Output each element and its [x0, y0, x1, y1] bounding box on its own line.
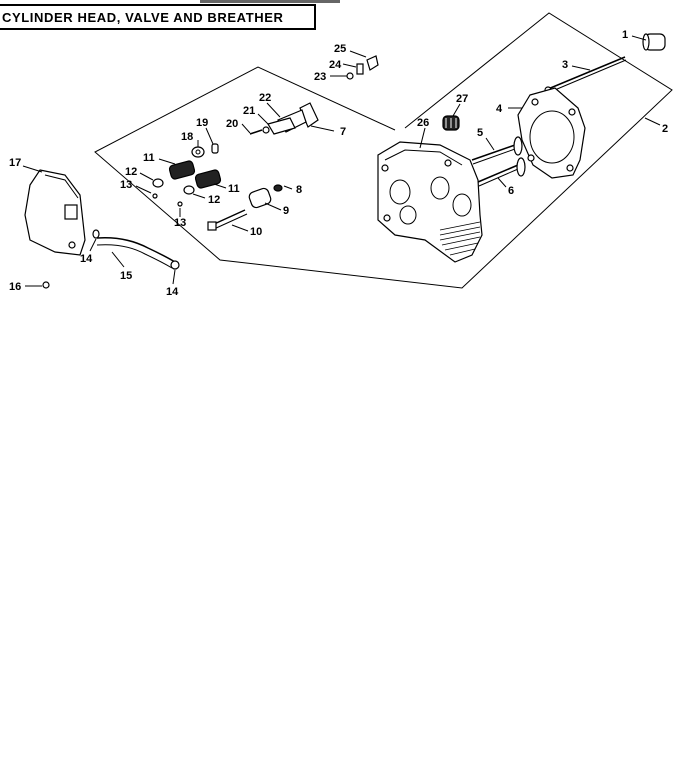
- part-10-bolt: [207, 209, 248, 231]
- callout-12-left: 12: [125, 166, 137, 178]
- diagram-title: CYLINDER HEAD, VALVE AND BREATHER: [2, 10, 284, 25]
- part-4-gasket: [517, 87, 586, 179]
- callout-3: 3: [562, 59, 568, 71]
- part-21-rocker: [267, 117, 296, 135]
- callout-11-upper: 11: [143, 152, 155, 164]
- callout-19: 19: [196, 117, 208, 129]
- leader-lines: [22, 35, 661, 287]
- part-14-clamp-right: [170, 260, 180, 270]
- part-3-rod: [544, 56, 627, 94]
- callout-21: 21: [243, 105, 255, 117]
- callout-2: 2: [662, 123, 668, 135]
- part-14-clamp-left: [92, 229, 100, 239]
- part-13-keeper-right: [177, 201, 183, 207]
- part-1-plug: [642, 33, 666, 51]
- callout-5: 5: [477, 127, 483, 139]
- callout-15: 15: [120, 270, 132, 282]
- callout-1: 1: [622, 29, 628, 41]
- callout-26: 26: [417, 117, 429, 129]
- part-20-screw: [249, 126, 270, 135]
- callout-14-right: 14: [166, 286, 179, 298]
- part-12-retainer-left: [152, 178, 164, 188]
- callout-16: 16: [9, 281, 21, 293]
- callout-11-lower: 11: [228, 183, 240, 195]
- callout-18: 18: [181, 131, 193, 143]
- callout-4: 4: [496, 103, 503, 115]
- callout-23: 23: [314, 71, 326, 83]
- part-23-washer: [346, 72, 354, 80]
- part-12-retainer-right: [183, 185, 195, 195]
- part-13-keeper-left: [152, 193, 158, 199]
- part-15-hose: [96, 236, 176, 269]
- part-6-valve: [477, 157, 526, 187]
- title-bar-top-edge: [200, 0, 340, 3]
- callout-27: 27: [456, 93, 468, 105]
- callout-13-right: 13: [174, 217, 186, 229]
- part-25-clip: [366, 55, 379, 71]
- group-outline-head: [94, 12, 673, 289]
- callout-17: 17: [9, 157, 21, 169]
- part-19-keeper: [211, 143, 219, 154]
- part-11-spring-lower: [194, 169, 222, 189]
- part-17-breather-cover: [24, 169, 86, 256]
- callout-8: 8: [296, 184, 302, 196]
- callout-14-left: 14: [80, 253, 93, 265]
- callout-12-right: 12: [208, 194, 220, 206]
- part-11-spring-upper: [168, 160, 196, 180]
- callout-labels: 1 2 3 4 5 6 7 8 9 10 11 11 12 12 13 13 1…: [9, 29, 668, 298]
- part-9-tappet: [248, 187, 272, 209]
- part-26-cylinder-head: [377, 141, 483, 263]
- part-27-spring: [442, 115, 460, 131]
- callout-6: 6: [508, 185, 514, 197]
- callout-24: 24: [329, 59, 342, 71]
- part-5-valve: [471, 136, 523, 165]
- callout-20: 20: [226, 118, 238, 130]
- part-24-pin: [356, 63, 364, 75]
- diagram-title-box: CYLINDER HEAD, VALVE AND BREATHER: [0, 4, 316, 30]
- part-16-screw: [30, 281, 50, 289]
- part-18-retainer: [191, 146, 205, 158]
- part-8-nut: [273, 184, 283, 192]
- callout-10: 10: [250, 226, 262, 238]
- callout-13-left: 13: [120, 179, 132, 191]
- callout-25: 25: [334, 43, 346, 55]
- callout-22: 22: [259, 92, 271, 104]
- callout-9: 9: [283, 205, 289, 217]
- callout-7: 7: [340, 126, 346, 138]
